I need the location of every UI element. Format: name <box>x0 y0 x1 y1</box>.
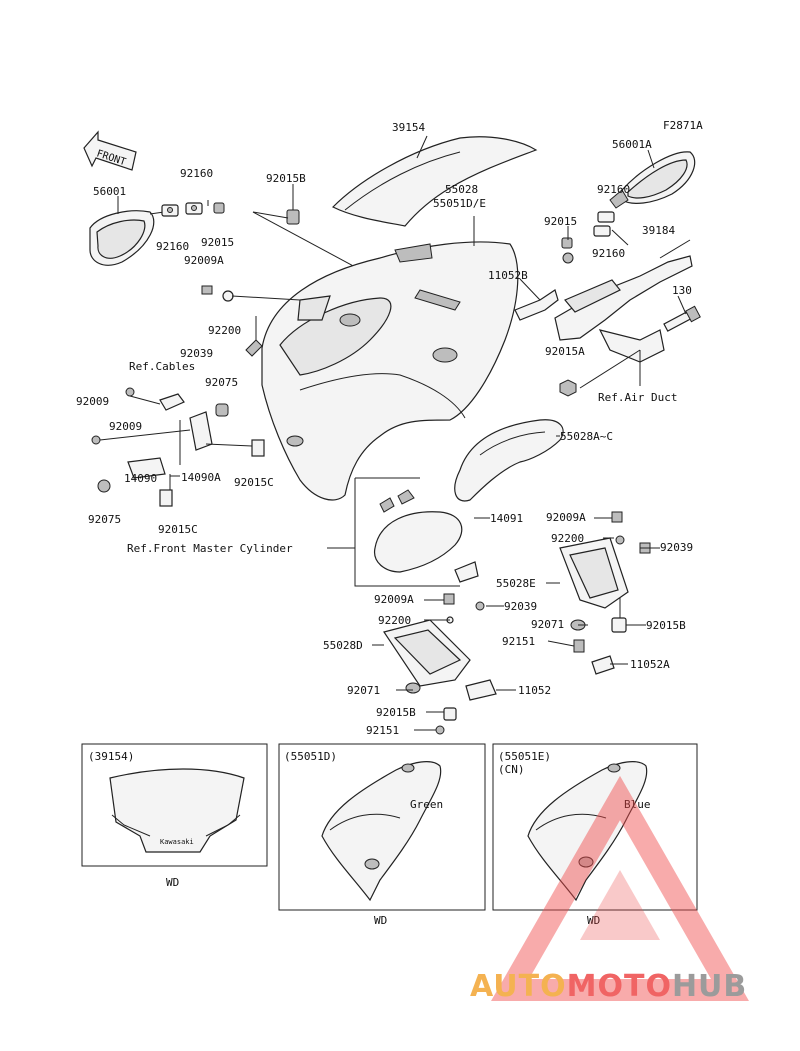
label-92151-m: 92151 <box>366 724 399 737</box>
inset-windshield: (39154) Kawasaki WD <box>81 743 268 889</box>
inset-3-footer: WD <box>587 914 600 927</box>
inset-3-subtitle: (CN) <box>498 763 525 776</box>
right-washer-group <box>561 211 615 264</box>
label-92071-m: 92071 <box>347 684 380 697</box>
label-11052b: 11052B <box>488 269 528 282</box>
label-92071-r: 92071 <box>531 618 564 631</box>
label-14090a: 14090A <box>181 471 221 484</box>
inset-55051d: (55051D) Green WD <box>278 743 486 927</box>
watermark-logo: AUTOMOTOHUB <box>470 775 749 1004</box>
label-92015a: 92015A <box>545 345 585 358</box>
inset-1-logo: Kawasaki <box>160 838 194 846</box>
left-washer-group <box>161 202 225 217</box>
label-92160-r1: 92160 <box>597 183 630 196</box>
inset-55051e: (55051E) (CN) Blue WD <box>492 743 698 927</box>
label-11052: 11052 <box>518 684 551 697</box>
nut-92015a-part <box>559 379 577 397</box>
label-92015-r: 92015 <box>544 215 577 228</box>
diagram-code: F2871A <box>663 119 703 132</box>
stay-bracket-part <box>554 239 693 363</box>
label-55028e: 55028E <box>496 577 536 590</box>
upper-cowl-part <box>261 241 519 501</box>
left-hardware-group <box>201 285 301 357</box>
bracket-11052b-part <box>514 289 559 321</box>
label-92200-l: 92200 <box>208 324 241 337</box>
bolt-130-part <box>663 305 701 332</box>
label-92015b-m: 92015B <box>376 706 416 719</box>
label-ref-cables: Ref.Cables <box>129 360 195 373</box>
label-92015b-top: 92015B <box>266 172 306 185</box>
label-ref-front-master: Ref.Front Master Cylinder <box>127 542 293 555</box>
label-14091: 14091 <box>490 512 523 525</box>
label-92160-l: 92160 <box>156 240 189 253</box>
inset-1-footer: WD <box>166 876 179 889</box>
label-56001a: 56001A <box>612 138 652 151</box>
label-39154: 39154 <box>392 121 425 134</box>
label-92009a-m: 92009A <box>374 593 414 606</box>
label-55028d: 55028D <box>323 639 363 652</box>
side-panel-55028d <box>383 593 497 735</box>
leader-lines <box>117 196 687 731</box>
watermark-part-hub: HUB <box>672 969 747 1004</box>
inset-2-title: (55051D) <box>284 750 337 763</box>
label-14090: 14090 <box>124 472 157 485</box>
label-55028a-c: 55028A~C <box>560 430 613 443</box>
svg-text:AUTOMOTOHUB: AUTOMOTOHUB <box>470 969 747 1004</box>
windshield-part <box>331 135 538 227</box>
left-mirror-part <box>89 210 165 266</box>
watermark-triangle-icon <box>491 775 749 1001</box>
label-92039-l: 92039 <box>180 347 213 360</box>
label-92015-l: 92015 <box>201 236 234 249</box>
label-92160-top: 92160 <box>180 167 213 180</box>
label-92075-b: 92075 <box>88 513 121 526</box>
label-92009a-r: 92009A <box>546 511 586 524</box>
label-56001: 56001 <box>93 185 126 198</box>
inset-3-color: Blue <box>624 798 651 811</box>
label-55051de: 55051D/E <box>433 197 486 210</box>
label-92039-r: 92039 <box>660 541 693 554</box>
label-ref-air-duct: Ref.Air Duct <box>598 391 677 404</box>
label-55028: 55028 <box>445 183 478 196</box>
spacer-92015b-part <box>286 209 300 225</box>
label-11052a: 11052A <box>630 658 670 671</box>
label-92151-r: 92151 <box>502 635 535 648</box>
inset-2-color: Green <box>410 798 443 811</box>
inset-2-footer: WD <box>374 914 387 927</box>
label-92160-r2: 92160 <box>592 247 625 260</box>
front-arrow-icon: FRONT <box>83 130 137 171</box>
inner-duct-part <box>454 419 564 502</box>
label-130: 130 <box>672 284 692 297</box>
right-mirror-part <box>609 149 696 209</box>
label-92015c-r: 92015C <box>234 476 274 489</box>
label-39184: 39184 <box>642 224 675 237</box>
label-92200-m: 92200 <box>378 614 411 627</box>
label-92009a-l: 92009A <box>184 254 224 267</box>
label-92015b-r: 92015B <box>646 619 686 632</box>
watermark-part-moto: MOTO <box>567 969 672 1004</box>
inset-3-title: (55051E) <box>498 750 551 763</box>
label-92015c-b: 92015C <box>158 523 198 536</box>
label-92200-r: 92200 <box>551 532 584 545</box>
watermark-part-auto: AUTO <box>470 969 567 1004</box>
label-92009: 92009 <box>76 395 109 408</box>
cable-bracket-cluster <box>91 387 265 507</box>
inner-panel-box <box>354 477 479 587</box>
label-92075-top: 92075 <box>205 376 238 389</box>
label-92039-m: 92039 <box>504 600 537 613</box>
label-92009-b: 92009 <box>109 420 142 433</box>
inset-1-title: (39154) <box>88 750 134 763</box>
